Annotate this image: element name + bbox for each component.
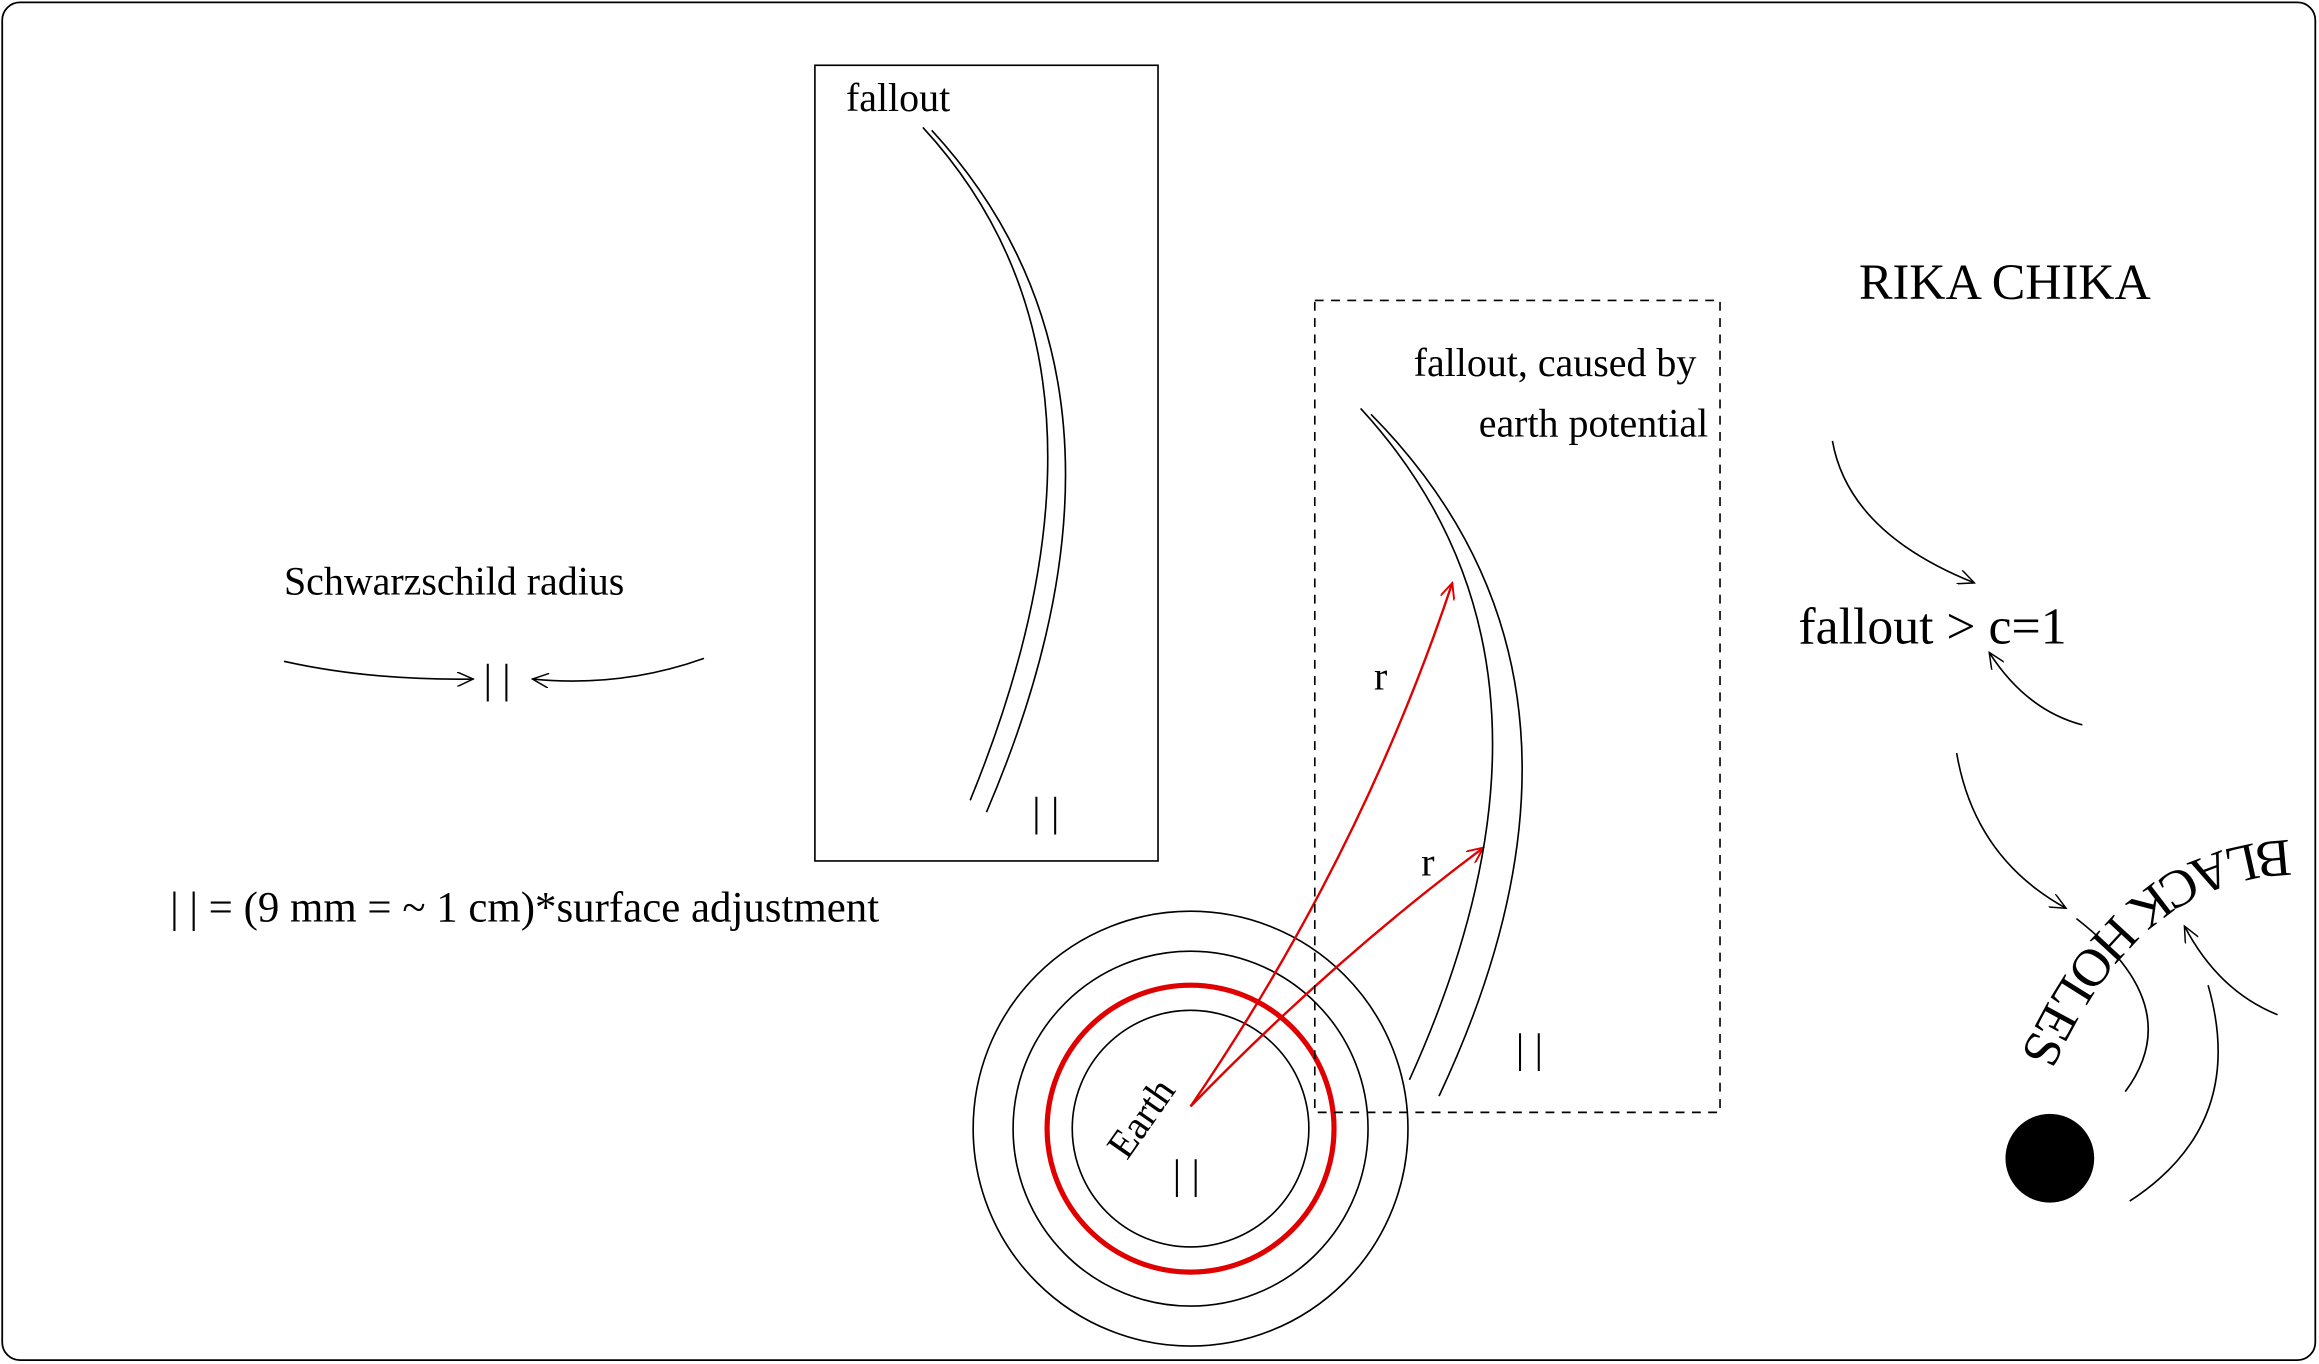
radius-arrow-2 bbox=[1189, 848, 1484, 1108]
bars-mark: | | bbox=[1032, 788, 1059, 834]
earth-label: Earth bbox=[1097, 1070, 1183, 1167]
bars-mark: | | bbox=[1173, 1151, 1200, 1197]
arrow-from-right bbox=[2184, 926, 2278, 1016]
earth-fallout-arc-inner bbox=[1360, 407, 1494, 1081]
legend-text: | | = (9 mm = ~ 1 cm)*surface adjustment bbox=[170, 885, 879, 932]
black-holes-text: BLACK HOLES bbox=[2010, 828, 2294, 1076]
earth-ring-3 bbox=[1012, 950, 1369, 1307]
bars-mark: | | bbox=[484, 655, 511, 701]
black-holes-label: BLACK HOLES bbox=[2010, 828, 2294, 1076]
fallout-c-label: fallout > c=1 bbox=[1798, 599, 2066, 656]
fallout-box: fallout | | bbox=[814, 64, 1159, 862]
arc-around-hole-1 bbox=[2075, 917, 2150, 1093]
arrow-into-fallout-top bbox=[1831, 440, 1974, 583]
black-hole-dot bbox=[2005, 1113, 2095, 1203]
fallout-box-title: fallout bbox=[846, 75, 950, 120]
schwarzschild-group: Schwarzschild radius | | bbox=[283, 559, 705, 701]
earth-fallout-arc-outer bbox=[1370, 413, 1523, 1097]
radius-label-1: r bbox=[1374, 653, 1387, 698]
earth-ring-4 bbox=[972, 910, 1409, 1347]
earth-fallout-box: fallout, caused by earth potential | | bbox=[1313, 299, 1721, 1114]
arrow-to-black-holes bbox=[1955, 752, 2066, 908]
rika-chika-title: RIKA CHIKA bbox=[1859, 254, 2151, 310]
bars-mark: | | bbox=[1516, 1025, 1543, 1071]
radius-label-2: r bbox=[1421, 840, 1434, 885]
fallout-arc-outer bbox=[931, 129, 1067, 813]
earth-group: Earth | | r r bbox=[972, 583, 1484, 1347]
schwarzschild-label: Schwarzschild radius bbox=[284, 559, 624, 604]
earth-ring-1 bbox=[1071, 1009, 1310, 1248]
earth-fallout-line2: earth potential bbox=[1479, 400, 1708, 445]
earth-ring-red bbox=[1044, 982, 1337, 1275]
radius-arrow-1 bbox=[1189, 583, 1453, 1108]
arc-around-hole-2 bbox=[2129, 984, 2219, 1202]
arrow-right-in bbox=[532, 657, 705, 681]
fallout-arc-inner bbox=[922, 126, 1049, 801]
arrow-left-in bbox=[283, 660, 473, 679]
arrow-into-fallout-bottom bbox=[1989, 652, 2083, 726]
earth-fallout-line1: fallout, caused by bbox=[1414, 340, 1697, 385]
